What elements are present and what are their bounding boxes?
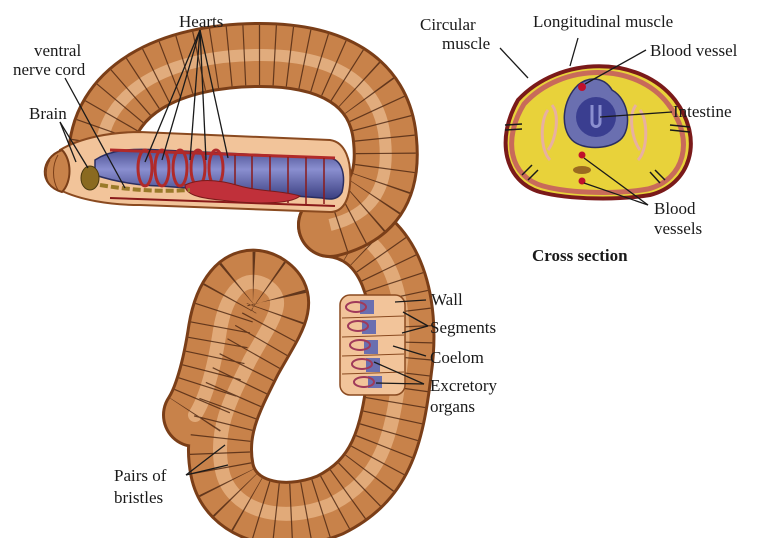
label-pairs-of-bristles-line1: Pairs of <box>114 466 167 485</box>
cross-section <box>503 64 693 201</box>
leader-lines <box>59 29 673 476</box>
front-cutaway <box>43 130 352 214</box>
dorsal-vessel-dot <box>578 83 586 91</box>
label-pairs-of-bristles-line2: bristles <box>114 488 164 507</box>
label-cross-section-title: Cross section <box>532 246 628 265</box>
label-circular-muscle-line2: muscle <box>442 34 491 53</box>
label-segments: Segments <box>430 318 497 337</box>
worm-upper-body <box>67 21 419 258</box>
label-wall: Wall <box>431 290 463 309</box>
label-blood-vessels-line2: vessels <box>654 219 703 238</box>
label-ventral-nerve-cord-line2: nerve cord <box>13 60 86 79</box>
label-hearts: Hearts <box>179 12 224 31</box>
label-ventral-nerve-cord-line1: ventral <box>34 41 82 60</box>
intestine-shape <box>94 148 345 200</box>
label-longitudinal-muscle: Longitudinal muscle <box>533 12 674 31</box>
label-excretory-organs-line1: Excretory <box>430 376 498 395</box>
label-blood-vessels-line1: Blood <box>654 199 696 218</box>
label-intestine: Intestine <box>673 102 732 121</box>
label-coelom: Coelom <box>430 348 484 367</box>
label-excretory-organs-line2: organs <box>430 397 476 416</box>
excretory-cutaway <box>339 294 406 396</box>
label-circular-muscle-line1: Circular <box>420 15 476 34</box>
label-brain: Brain <box>29 104 67 123</box>
label-blood-vessel: Blood vessel <box>650 41 738 60</box>
